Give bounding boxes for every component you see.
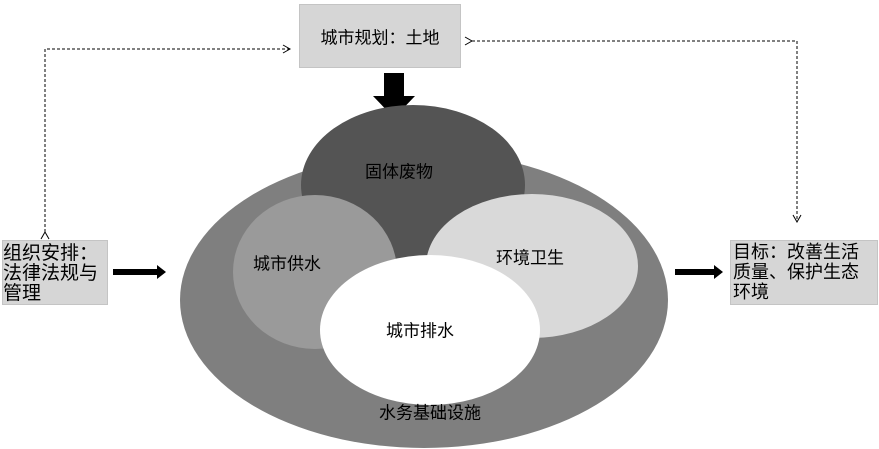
goal-line-2: 质量、保护生态 [733,262,859,283]
goal-line-3: 环境 [733,282,769,303]
drainage-label: 城市排水 [386,321,454,342]
urban-planning-label: 城市规划：土地 [320,28,440,49]
dashed-link-left [40,44,292,240]
organization-line-1: 组织安排： [3,242,99,264]
drainage-circle [320,255,540,405]
right-arrow-left-icon [113,265,166,279]
sanitation-label: 环境卫生 [496,248,564,269]
solid-waste-label: 固体废物 [365,162,433,183]
organization-box: 组织安排： 法律法规与 管理 [2,240,108,305]
organization-line-2: 法律法规与 [3,262,99,284]
right-arrow-right-icon [675,265,723,279]
goal-line-1: 目标：改善生活 [733,242,859,263]
organization-line-3: 管理 [3,282,42,304]
water-supply-label: 城市供水 [253,254,321,275]
water-infrastructure-label: 水务基础设施 [379,403,481,424]
urban-planning-box: 城市规划：土地 [299,4,461,68]
dashed-link-right [464,36,802,224]
goal-box: 目标：改善生活 质量、保护生态 环境 [730,240,878,305]
